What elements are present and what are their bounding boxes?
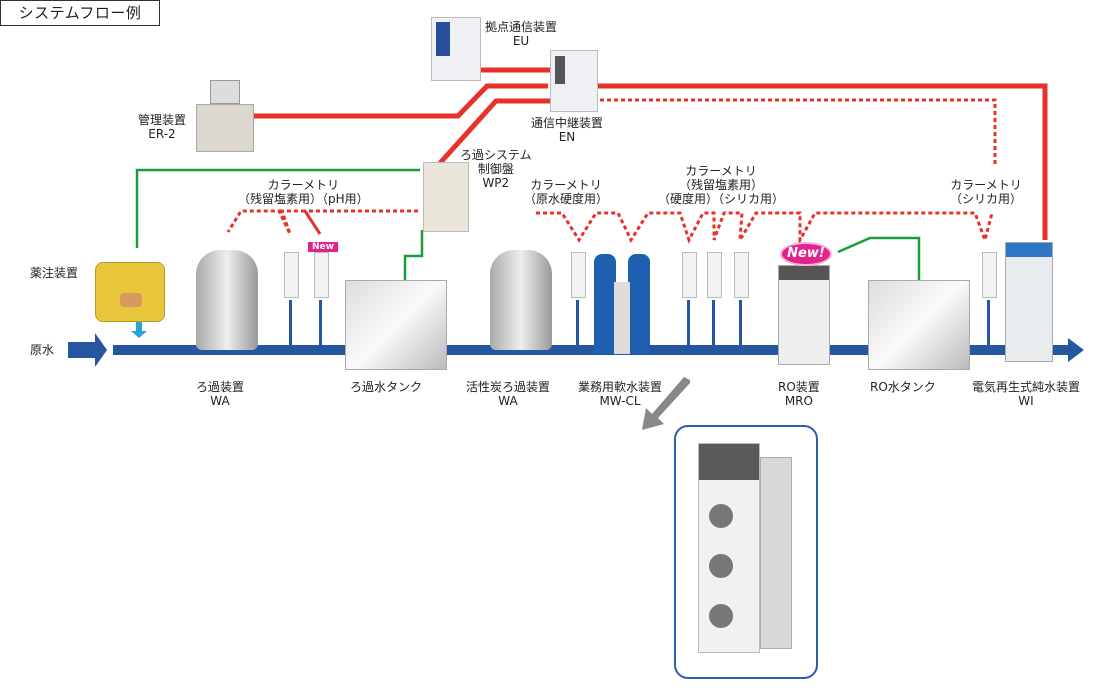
- colorimeter-silica-1: [734, 252, 749, 298]
- ro-unit-label: RO装置 MRO: [778, 380, 820, 408]
- colorimeter-group3-label: カラーメトリ （残留塩素用） （硬度用）（シリカ用）: [658, 164, 785, 206]
- chemical-injector-label: 薬注装置: [30, 266, 79, 280]
- control-line-injector: [135, 168, 420, 248]
- colorimeter-silica-2: [982, 252, 997, 298]
- softener-image: [594, 246, 658, 360]
- base-comm-label: 拠点通信装置 EU: [485, 20, 558, 48]
- dashed-en-silica: [600, 98, 997, 165]
- dashed-meters2-3: [536, 211, 994, 246]
- filter-control-label: ろ過システム 制御盤 WP2: [460, 148, 532, 190]
- filter-tank-label: ろ過水タンク: [350, 380, 423, 394]
- raw-water-arrow: [68, 333, 107, 367]
- chemical-injector-image: [95, 262, 165, 322]
- edi-label: 電気再生式純水装置 WI: [972, 380, 1081, 408]
- base-comm-device-image: [431, 17, 481, 81]
- colorimeter-group2-label: カラーメトリ （原水硬度用）: [524, 178, 609, 206]
- new-badge-ro: New!: [780, 242, 832, 266]
- colorimeter-chlorine-2: [682, 252, 697, 298]
- ro-unit-inset: [674, 425, 818, 679]
- carbon-filter-vessel-image: [490, 250, 552, 350]
- colorimeter-ph: [314, 252, 329, 298]
- diagram-title: システムフロー例: [0, 0, 160, 26]
- relay-comm-label: 通信中継装置 EN: [531, 116, 604, 144]
- comm-line-er2-en: [253, 83, 548, 119]
- ro-tank-image: [868, 280, 970, 370]
- control-line-tank: [403, 230, 424, 280]
- comm-line-wp2-en: [438, 98, 550, 165]
- colorimeter-chlorine-1: [284, 252, 299, 298]
- carbon-filter-label: 活性炭ろ過装置 WA: [466, 380, 551, 408]
- colorimeter-group4-label: カラーメトリ （シリカ用）: [950, 178, 1023, 206]
- management-console-image: [196, 80, 254, 158]
- raw-water-label: 原水: [30, 343, 55, 357]
- injection-arrow: [131, 322, 147, 338]
- ro-unit-detail-image: [698, 443, 760, 653]
- filter-label: ろ過装置 WA: [196, 380, 245, 408]
- colorimeter-raw-hardness: [571, 252, 586, 298]
- control-line-ro: [837, 236, 921, 280]
- management-label: 管理装置 ER-2: [138, 113, 187, 141]
- new-badge-ph: New: [308, 242, 338, 252]
- filter-control-panel-image: [423, 162, 469, 232]
- softener-label: 業務用軟水装置 MW-CL: [578, 380, 663, 408]
- relay-comm-device-image: [550, 50, 598, 112]
- edi-unit-image: [1005, 242, 1053, 362]
- main-water-pipe: [113, 345, 1068, 355]
- outlet-arrow: [1068, 338, 1084, 362]
- colorimeter-group1-label: カラーメトリ （残留塩素用）（pH用）: [238, 178, 369, 206]
- filter-tank-image: [345, 280, 447, 370]
- inset-pointer-arrow: [642, 377, 690, 430]
- filter-vessel-image: [196, 250, 258, 350]
- ro-tank-label: RO水タンク: [870, 380, 936, 394]
- colorimeter-hardness: [707, 252, 722, 298]
- ro-unit-image: [778, 265, 830, 365]
- comm-line-en-wi: [597, 83, 1048, 240]
- dashed-wp2-meters1: [226, 209, 418, 235]
